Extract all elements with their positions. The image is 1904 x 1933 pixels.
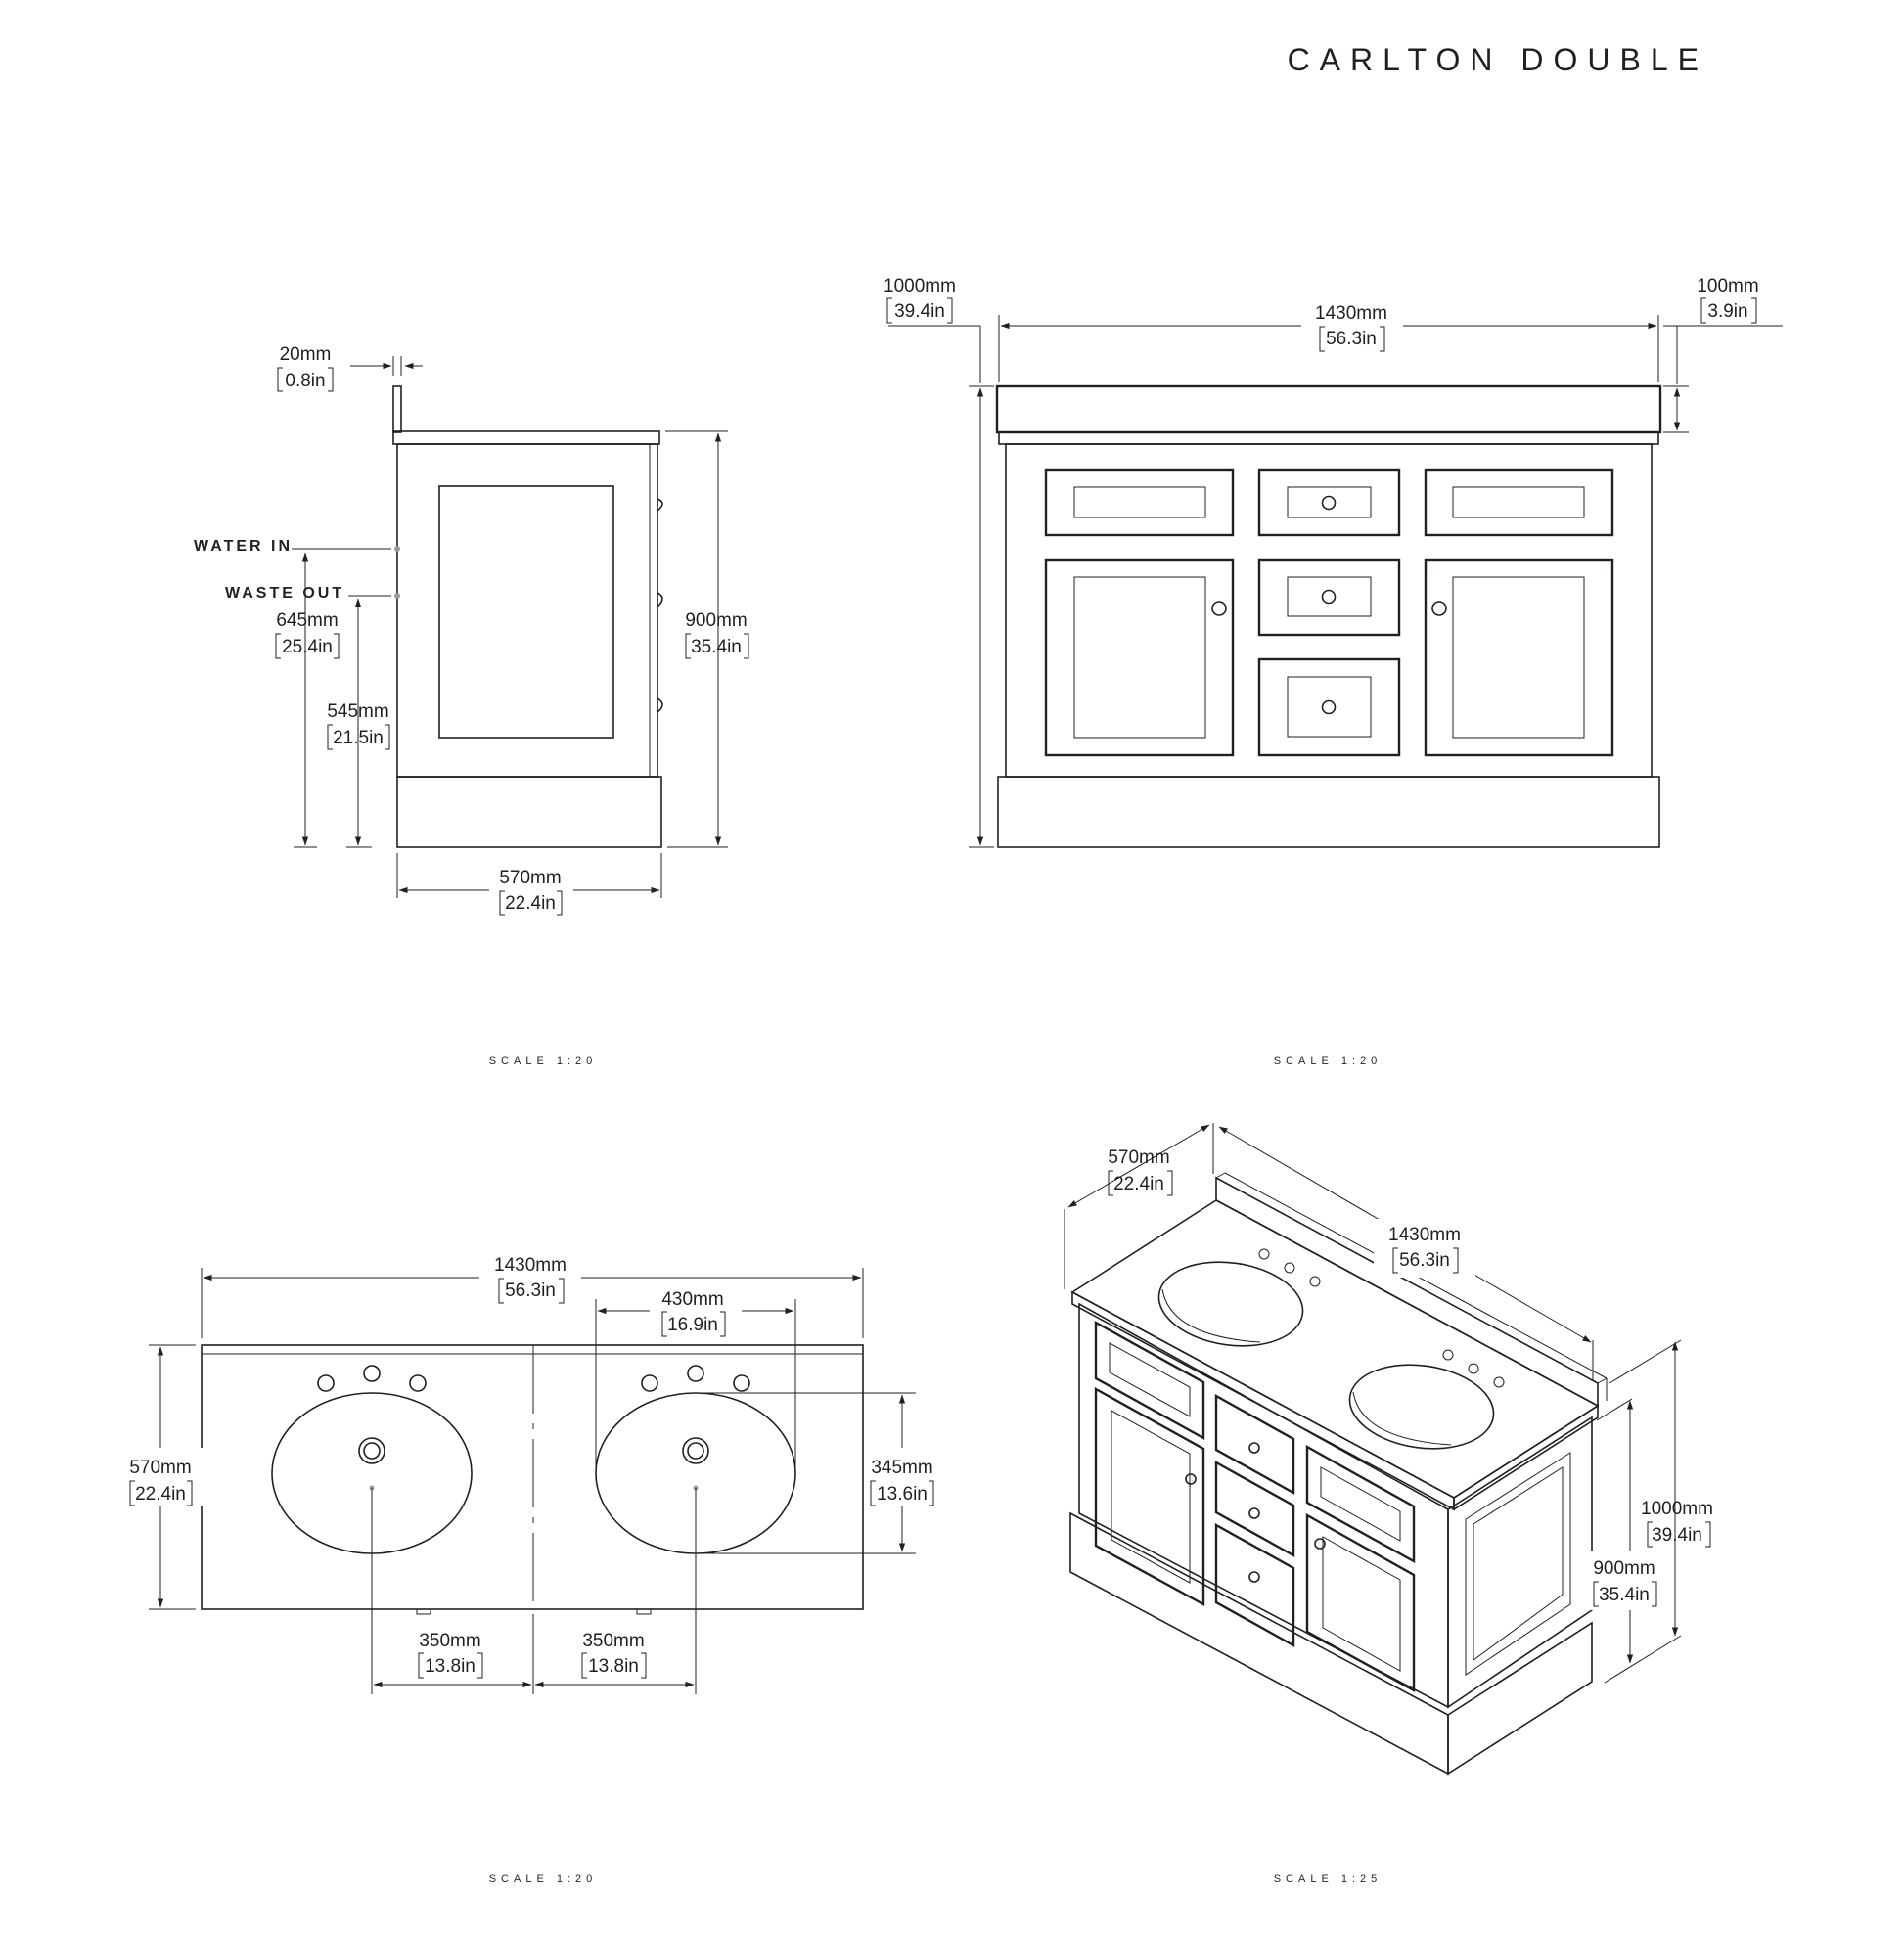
water-in-point xyxy=(394,546,400,552)
front-plinth xyxy=(997,776,1660,848)
side-handle-2 xyxy=(657,592,663,607)
iso-view-scale: SCALE 1:25 xyxy=(1274,1873,1383,1885)
top-thickness-mm: 20mm xyxy=(280,344,332,365)
iso-total-height-in: 39.4in xyxy=(1652,1525,1702,1546)
front-elevation-view: 1000mm 39.4in 1430mm 56.3in 100mm 3.9in … xyxy=(884,276,1783,1067)
iso-height-in: 35.4in xyxy=(1599,1585,1650,1605)
iso-basin-right xyxy=(1348,1364,1495,1450)
front-door-right xyxy=(1424,558,1614,757)
page-title: CARLTON DOUBLE xyxy=(1288,42,1708,77)
iso-depth-mm: 570mm xyxy=(1108,1147,1169,1168)
plan-view-scale: SCALE 1:20 xyxy=(489,1873,598,1885)
iso-door-right xyxy=(1305,1512,1416,1693)
side-handle-1 xyxy=(657,498,663,512)
basin-offset-left-mm: 350mm xyxy=(419,1631,480,1651)
tap-hole xyxy=(687,1365,704,1382)
tap-hole xyxy=(317,1374,335,1392)
iso-drawer-centre-2 xyxy=(1214,1460,1295,1558)
waste-out-height-in: 21.5in xyxy=(333,728,384,748)
plan-width-mm: 1430mm xyxy=(494,1255,567,1276)
iso-drawer-centre-3 xyxy=(1214,1522,1295,1648)
side-view-scale: SCALE 1:20 xyxy=(489,1056,598,1067)
front-width-in: 56.3in xyxy=(1326,329,1377,349)
side-height-mm: 900mm xyxy=(685,610,747,631)
front-upstand-mm: 100mm xyxy=(1697,276,1758,296)
basin-width-in: 16.9in xyxy=(667,1315,718,1335)
side-worktop xyxy=(392,430,660,445)
iso-total-height-mm: 1000mm xyxy=(1641,1499,1713,1519)
side-handle-3 xyxy=(657,697,663,713)
iso-drawer-centre-1 xyxy=(1214,1393,1295,1496)
plan-depth-mm: 570mm xyxy=(129,1458,191,1478)
iso-plinth xyxy=(1069,1511,1449,1776)
front-view-scale: SCALE 1:20 xyxy=(1274,1056,1383,1067)
iso-upstand xyxy=(1215,1176,1599,1408)
front-drawer-bottom xyxy=(1257,657,1401,757)
iso-drawer-top-right xyxy=(1305,1444,1416,1564)
tap-hole xyxy=(641,1374,658,1392)
front-drawer-top-centre xyxy=(1257,468,1401,537)
water-in-label: WATER IN xyxy=(194,538,293,555)
side-plinth xyxy=(396,776,662,848)
tap-hole xyxy=(409,1374,427,1392)
iso-height-mm: 900mm xyxy=(1593,1558,1655,1579)
front-drawer-top-right xyxy=(1424,468,1614,537)
tap-hole xyxy=(363,1365,381,1382)
front-drawer-middle xyxy=(1257,558,1401,637)
basin-depth-mm: 345mm xyxy=(871,1458,932,1478)
front-upstand xyxy=(995,384,1662,434)
side-elevation-view: 20mm 0.8in WATER IN WASTE OUT 645mm 25.4… xyxy=(194,344,749,1067)
iso-front-face xyxy=(1078,1302,1449,1709)
front-carcass xyxy=(1005,443,1653,778)
side-depth-mm: 570mm xyxy=(499,868,561,888)
basin-offset-right-mm: 350mm xyxy=(582,1631,644,1651)
side-depth-in: 22.4in xyxy=(505,893,556,914)
side-upstand xyxy=(392,385,402,433)
iso-width-in: 56.3in xyxy=(1399,1250,1450,1271)
front-total-height-mm: 1000mm xyxy=(884,276,956,296)
waste-out-point xyxy=(394,593,400,599)
basin-depth-in: 13.6in xyxy=(877,1484,928,1505)
plan-worktop xyxy=(201,1344,864,1610)
basin-offset-right-in: 13.8in xyxy=(588,1656,639,1677)
isometric-view: 570mm 22.4in 1430mm 56.3in 1000mm 39.4in… xyxy=(1064,1123,1713,1885)
iso-worktop xyxy=(1070,1199,1600,1499)
iso-width-mm: 1430mm xyxy=(1388,1225,1461,1245)
waste-out-height-mm: 545mm xyxy=(327,701,388,722)
front-width-mm: 1430mm xyxy=(1315,303,1387,324)
basin-width-mm: 430mm xyxy=(661,1289,723,1310)
front-drawer-top-left xyxy=(1044,468,1235,537)
iso-depth-in: 22.4in xyxy=(1113,1174,1164,1194)
waste-out-label: WASTE OUT xyxy=(225,585,344,602)
side-carcass xyxy=(396,443,658,778)
iso-drawer-top-left xyxy=(1094,1320,1205,1441)
side-height-in: 35.4in xyxy=(691,637,742,657)
iso-door-left xyxy=(1094,1386,1205,1607)
basin-offset-left-in: 13.8in xyxy=(425,1656,476,1677)
tap-hole xyxy=(733,1374,750,1392)
plan-depth-in: 22.4in xyxy=(135,1484,186,1505)
water-in-height-in: 25.4in xyxy=(282,637,333,657)
front-upstand-in: 3.9in xyxy=(1707,301,1747,322)
front-worktop xyxy=(998,431,1659,445)
plan-view: 1430mm 56.3in 430mm 16.9in 570mm 22.4in … xyxy=(125,1250,943,1885)
water-in-height-mm: 645mm xyxy=(276,610,338,631)
plan-width-in: 56.3in xyxy=(505,1281,556,1301)
top-thickness-in: 0.8in xyxy=(285,371,325,391)
front-door-left xyxy=(1044,558,1235,757)
side-panel xyxy=(438,485,614,739)
front-total-height-in: 39.4in xyxy=(894,301,945,322)
